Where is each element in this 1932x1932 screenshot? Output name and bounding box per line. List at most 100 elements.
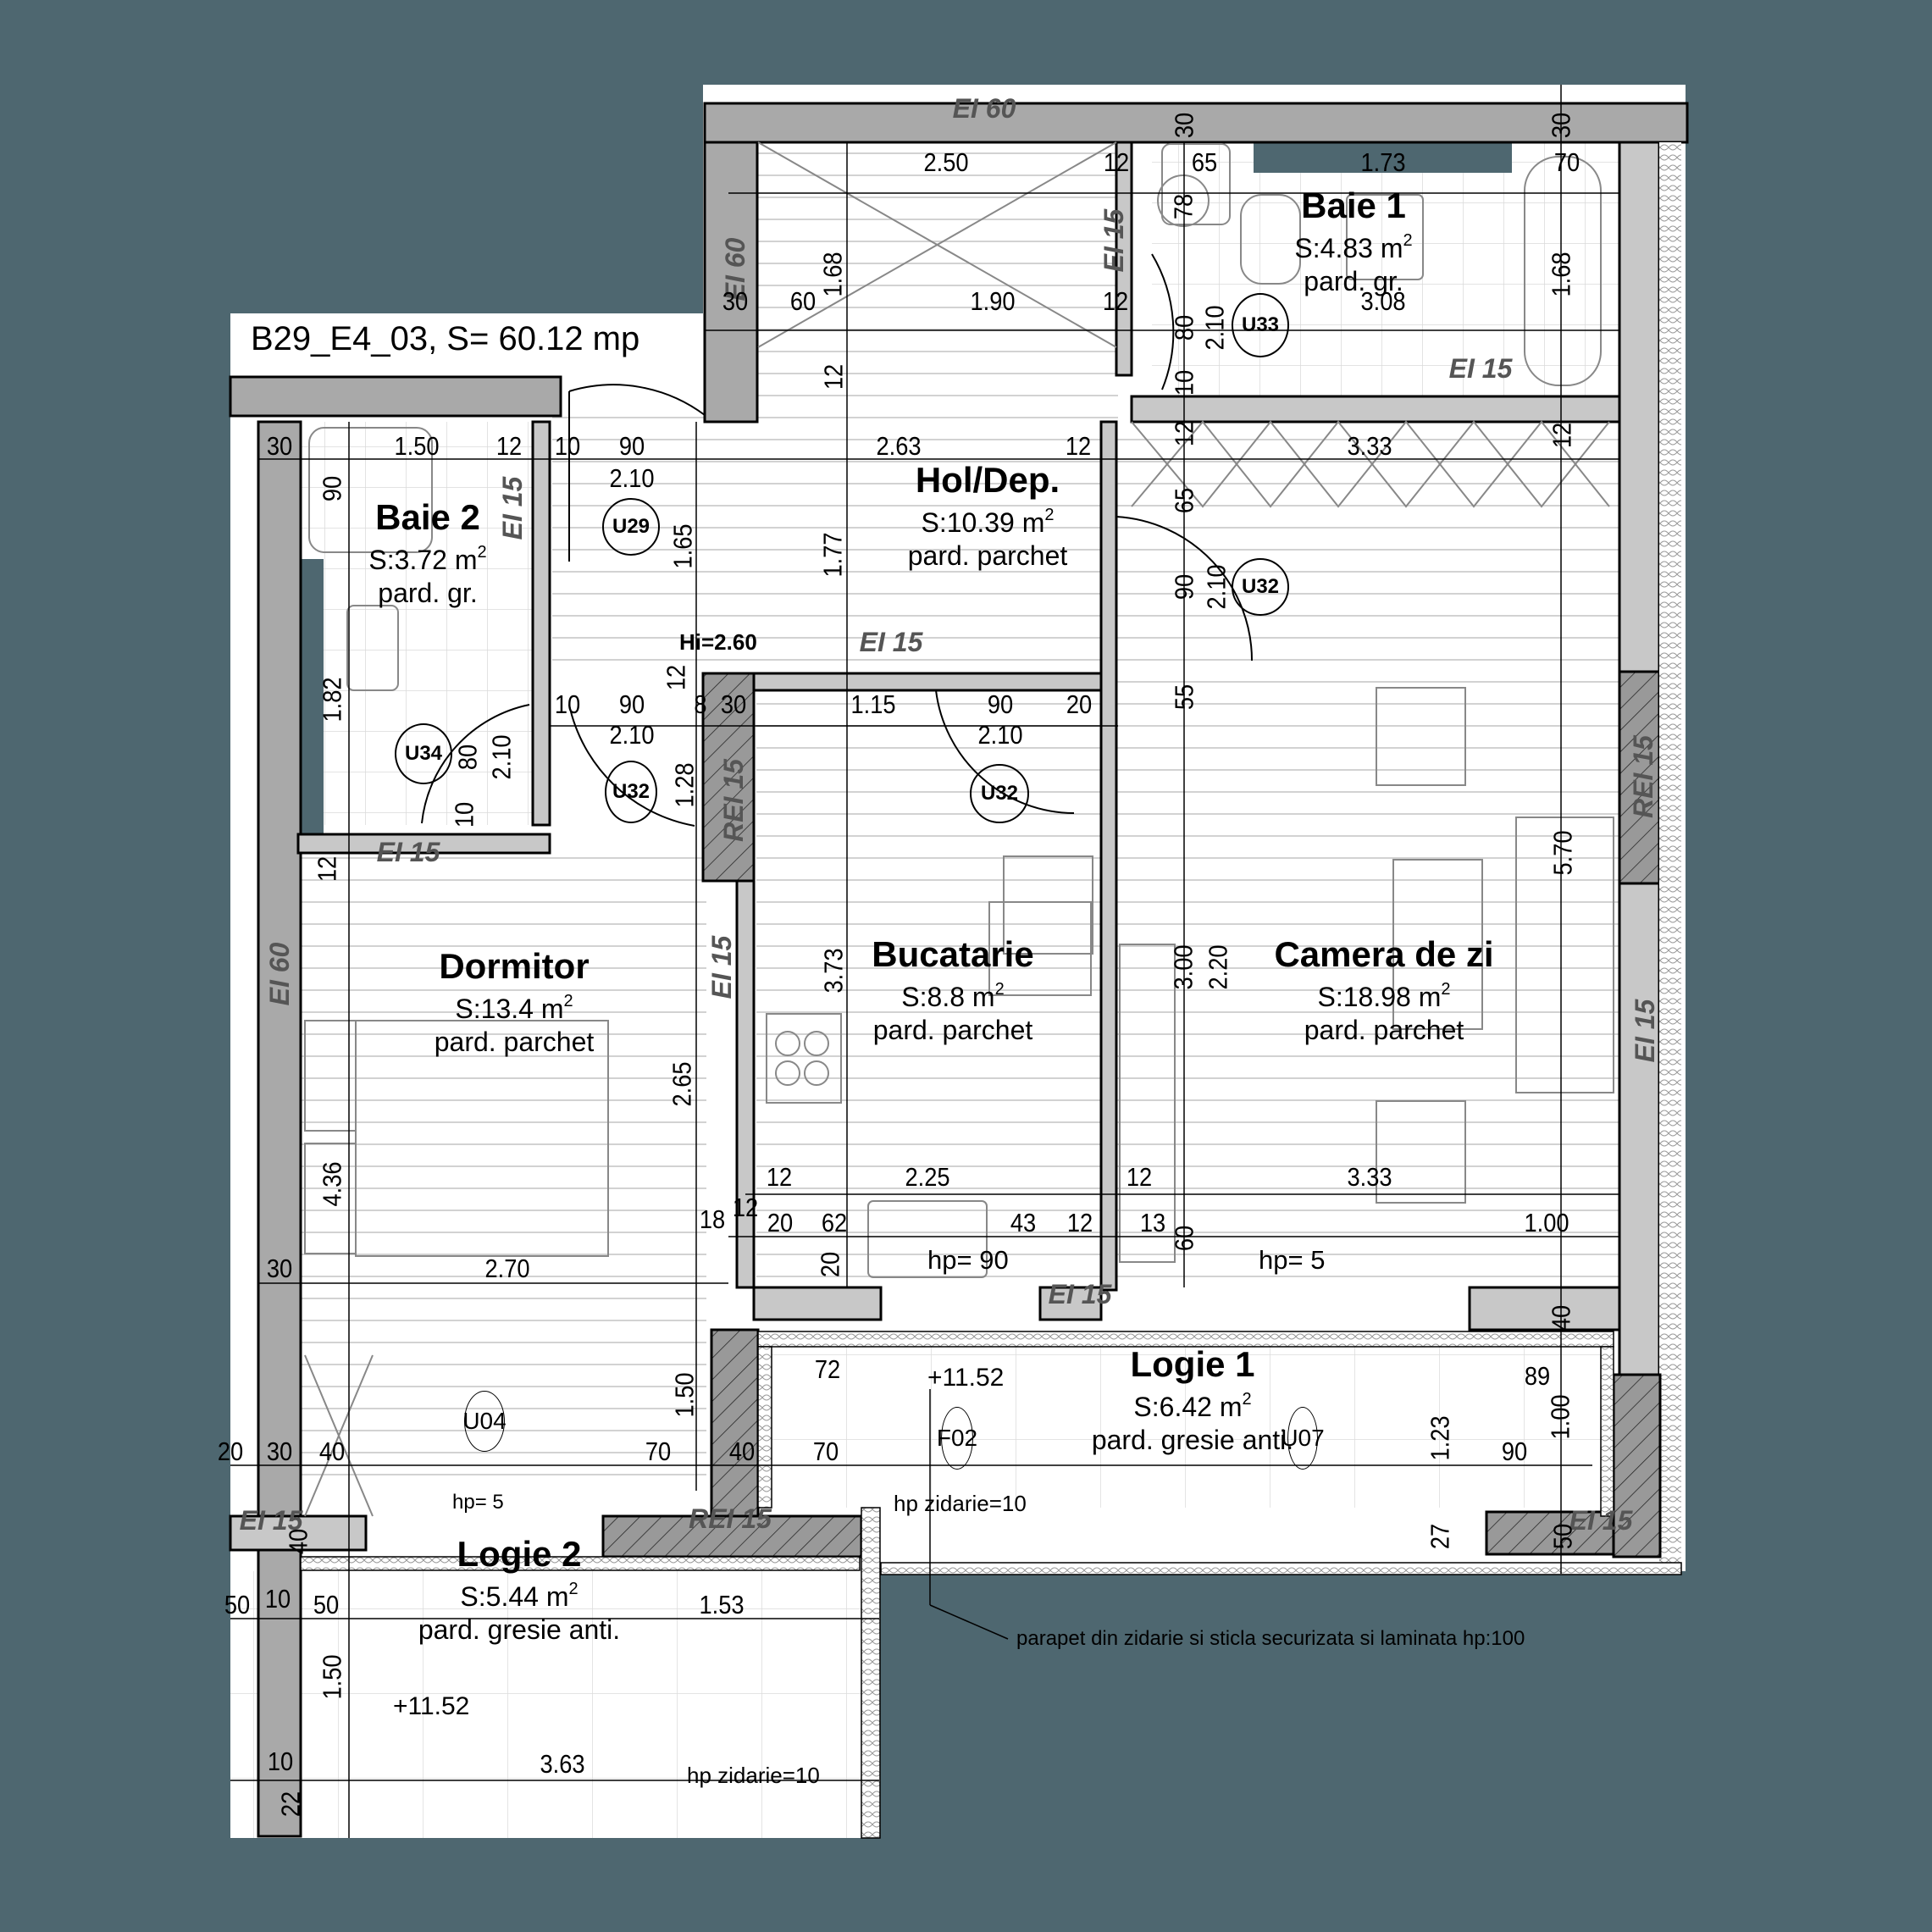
- dimension-label: 40: [318, 1437, 346, 1466]
- dimension-label: 1.50: [317, 1654, 347, 1700]
- dimension-label: 12: [495, 431, 523, 461]
- door-tag-f02: F02: [937, 1407, 977, 1470]
- dimension-label: 13: [1139, 1208, 1166, 1237]
- logie1-parapet-height: hp zidarie=10: [894, 1491, 1027, 1516]
- dimension-label: 72: [814, 1354, 841, 1384]
- dimension-label: 4.36: [317, 1161, 347, 1207]
- dimension-label: 60: [789, 286, 817, 316]
- dimension-label: 1.00: [1524, 1208, 1569, 1237]
- dimension-label: 3.00: [1168, 944, 1199, 990]
- dimension-label: 3.08: [1360, 286, 1406, 316]
- fire-rating-label: EI 15: [497, 476, 528, 540]
- dimension-label: 22: [275, 1791, 306, 1818]
- dimension-label: 3.33: [1347, 431, 1392, 461]
- room-floor-logie1: pard. gresie anti.: [1091, 1425, 1294, 1455]
- dimension-label: 1.73: [1360, 147, 1406, 177]
- dimension-label: 70: [812, 1437, 839, 1466]
- dimension-label: 2.10: [1199, 305, 1230, 351]
- dimension-label: 2.10: [1201, 564, 1232, 610]
- room-area-logie2: S:5.44 m2: [460, 1580, 578, 1612]
- dimension-label: 90: [987, 689, 1014, 719]
- dimension-label: 3.63: [540, 1749, 585, 1779]
- dimension-label: 3.73: [818, 948, 849, 994]
- dimension-label: 8: [694, 689, 707, 719]
- dimension-label: 55: [1169, 684, 1199, 711]
- dimension-label: 70: [645, 1437, 672, 1466]
- dimension-label: 20: [815, 1251, 845, 1278]
- room-area-baie1: S:4.83 m2: [1294, 231, 1413, 263]
- dimension-label: 30: [266, 1437, 293, 1466]
- room-floor-bucatarie: pard. parchet: [872, 1015, 1033, 1045]
- fire-rating-label: EI 15: [1630, 999, 1660, 1063]
- dimension-label: 60: [1169, 1225, 1199, 1252]
- door-tag-u32: U32: [1232, 558, 1289, 616]
- fire-rating-label: EI 15: [1569, 1505, 1633, 1536]
- dimension-label: 2.10: [609, 463, 655, 493]
- dimension-label: 12: [1102, 286, 1129, 316]
- room-floor-dormitor: pard. parchet: [434, 1027, 595, 1057]
- door-tag-u34: U34: [395, 723, 452, 784]
- dimension-label: 12: [1547, 422, 1577, 449]
- room-name-dormitor: Dormitor: [439, 946, 590, 986]
- dimension-label: 50: [1547, 1523, 1578, 1550]
- room-area-baie2: S:3.72 m2: [368, 543, 487, 575]
- room-floor-camera: pard. parchet: [1304, 1015, 1464, 1045]
- fire-rating-label: REI 15: [1628, 735, 1658, 818]
- dimension-label: 2.70: [484, 1254, 530, 1283]
- dimension-label: 43: [1010, 1208, 1037, 1237]
- fixtures: [304, 141, 1614, 1517]
- fire-rating-label: EI 60: [264, 942, 295, 1006]
- dimension-label: 30: [266, 431, 293, 461]
- dimension-label: 2.20: [1203, 944, 1233, 990]
- room-name-baie2: Baie 2: [375, 497, 480, 537]
- dimension-label: 50: [224, 1590, 251, 1619]
- dimension-label: 50: [313, 1590, 340, 1619]
- room-floor-logie2: pard. gresie anti.: [418, 1614, 621, 1645]
- dimension-label: 2.25: [905, 1162, 950, 1192]
- door-tag-u04: U04: [462, 1391, 507, 1452]
- dimension-label: 40: [728, 1437, 756, 1466]
- dimension-label: 1.50: [669, 1372, 700, 1418]
- dimension-label: 10: [554, 689, 581, 719]
- dimension-lines: [230, 85, 1619, 1838]
- dimension-label: 2.50: [923, 147, 969, 177]
- room-name-hol: Hol/Dep.: [915, 460, 1060, 500]
- dimension-label: 10: [554, 431, 581, 461]
- dimension-label: 90: [1501, 1437, 1528, 1466]
- dimension-label: 10: [267, 1747, 294, 1776]
- dimension-label: 20: [767, 1208, 794, 1237]
- dimension-label: 30: [266, 1254, 293, 1283]
- insulation: [300, 1331, 1682, 1839]
- door-tag-u33: U33: [1232, 293, 1289, 357]
- logie2-level: +11.52: [393, 1692, 470, 1720]
- dimension-label: 12: [1103, 147, 1130, 177]
- dimension-label: 30: [722, 286, 749, 316]
- dimension-label: 78: [1168, 193, 1199, 220]
- dimension-label: 12: [661, 664, 691, 691]
- fire-rating-label: EI 15: [376, 837, 440, 867]
- fire-rating-label: EI 60: [952, 93, 1016, 124]
- dimension-label: 3.33: [1347, 1162, 1392, 1192]
- dimension-label: 30: [720, 689, 747, 719]
- dimension-label: 10: [449, 801, 479, 828]
- logie2-parapet-height: hp zidarie=10: [687, 1763, 820, 1788]
- room-name-camera: Camera de zi: [1274, 934, 1494, 974]
- dimension-label: 1.82: [317, 677, 347, 722]
- kitchen-counter-height: hp= 90: [927, 1245, 1009, 1275]
- room-area-bucatarie: S:8.8 m2: [901, 980, 1005, 1012]
- dimension-label: 1.77: [817, 532, 848, 578]
- dimension-label: 1.28: [669, 762, 700, 808]
- room-floors: [230, 142, 1620, 1838]
- dimension-label: 40: [283, 1528, 313, 1555]
- dimension-label: 1.65: [667, 523, 698, 569]
- dimension-label: 90: [317, 475, 347, 502]
- dimension-label: 65: [1169, 487, 1199, 514]
- dimension-label: 12: [1126, 1162, 1153, 1192]
- dimension-label: 1.15: [850, 689, 896, 719]
- dimension-label: 2.65: [667, 1061, 697, 1107]
- dimension-label: 18: [699, 1204, 726, 1234]
- walls: [229, 102, 1689, 1838]
- room-floor-hol: pard. parchet: [907, 540, 1068, 571]
- fire-rating-label: EI 15: [706, 935, 737, 999]
- dimension-label: 1.90: [970, 286, 1016, 316]
